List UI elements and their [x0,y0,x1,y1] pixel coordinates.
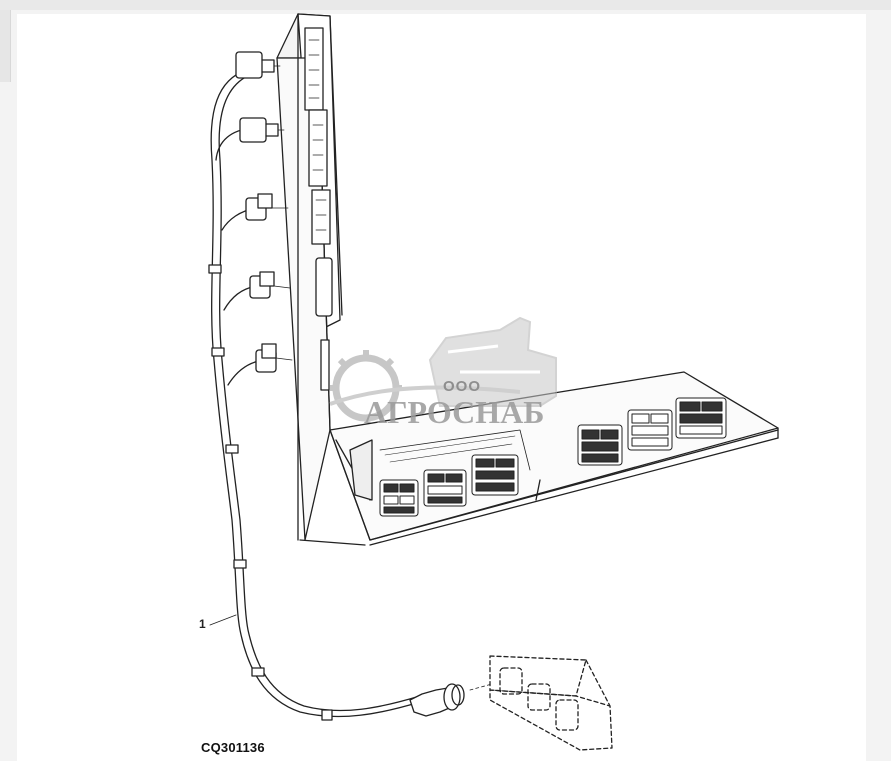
bracket [489,655,613,751]
switch-cluster-right [577,397,727,466]
callout-label-1: 1 [199,617,206,631]
watermark-brand: АГРОСНАБ [364,394,545,430]
wiring-harness [208,51,493,721]
vertical-panel [276,13,366,546]
callout-leader [209,614,237,626]
top-bar [0,0,891,10]
left-strip [0,10,11,82]
switch-cluster-left [379,454,519,517]
figure-code: CQ301136 [201,740,265,755]
watermark-logo [329,316,557,422]
watermark-prefix: ООО [443,378,482,395]
